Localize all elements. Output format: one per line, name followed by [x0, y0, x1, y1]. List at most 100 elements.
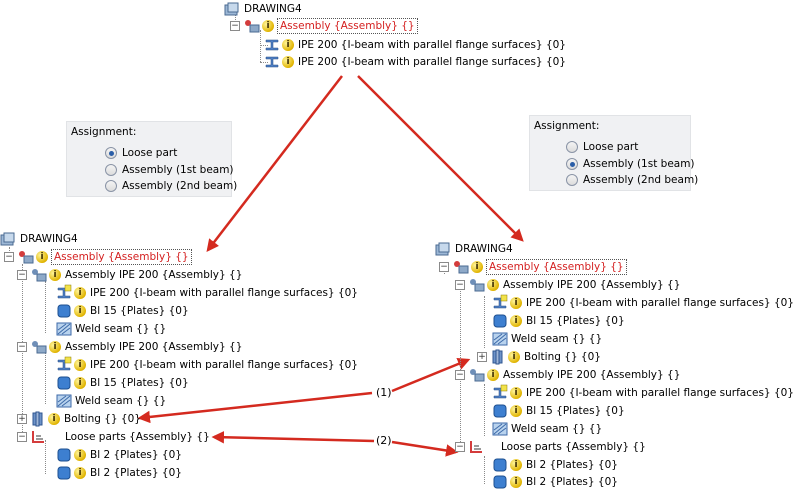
tree-node-label: Bl 2 {Plates} {0}: [90, 467, 182, 479]
main-beam-icon: [493, 294, 508, 309]
radio-selected-icon[interactable]: [566, 158, 578, 170]
tree-node-label: Bl 15 {Plates} {0}: [526, 315, 625, 327]
radio-label: Assembly (2nd beam): [122, 180, 238, 192]
expand-toggle-icon[interactable]: +: [17, 414, 27, 424]
assembly-icon: [470, 369, 485, 382]
tree-node-label: IPE 200 {I-beam with parallel flange sur…: [90, 287, 358, 299]
info-icon: i: [74, 287, 86, 299]
collapse-toggle-icon[interactable]: −: [17, 270, 27, 280]
tree-node-label: Assembly IPE 200 {Assembly} {}: [65, 341, 243, 353]
tree-node-label: DRAWING4: [244, 3, 302, 15]
expand-toggle-icon[interactable]: +: [477, 352, 487, 362]
collapse-toggle-icon[interactable]: −: [455, 442, 465, 452]
radio-label: Assembly (1st beam): [583, 158, 695, 170]
tree-node-drawing[interactable]: DRAWING4: [435, 240, 514, 258]
info-icon: i: [508, 351, 520, 363]
tree-node-weld[interactable]: Weld seam {} {}: [56, 320, 167, 338]
info-icon: i: [74, 359, 86, 371]
tree-node-beam[interactable]: i IPE 200 {I-beam with parallel flange s…: [264, 36, 567, 54]
tree-node-sub-assembly[interactable]: − i Assembly IPE 200 {Assembly} {}: [455, 276, 681, 294]
info-icon: i: [36, 251, 48, 263]
tree-node-loose-parts[interactable]: − Loose parts {Assembly} {}: [17, 428, 211, 446]
collapse-toggle-icon[interactable]: −: [17, 342, 27, 352]
info-icon: i: [74, 467, 86, 479]
tree-node-plate[interactable]: i Bl 2 {Plates} {0}: [56, 446, 183, 464]
annotation-label-2: (2): [376, 434, 392, 447]
tree-node-label: Loose parts {Assembly} {}: [501, 441, 646, 453]
tree-node-label: Assembly IPE 200 {Assembly} {}: [65, 269, 243, 281]
weld-seam-icon: [492, 422, 508, 436]
collapse-toggle-icon[interactable]: −: [230, 21, 240, 31]
bolting-icon: [492, 349, 503, 365]
tree-node-plate[interactable]: i Bl 15 {Plates} {0}: [56, 302, 190, 320]
tree-node-assembly[interactable]: − i Assembly {Assembly} {}: [439, 258, 627, 276]
info-icon: i: [49, 341, 61, 353]
tree-node-sub-assembly[interactable]: − i Assembly IPE 200 {Assembly} {}: [17, 338, 243, 356]
radio-icon[interactable]: [566, 141, 578, 153]
tree-node-assembly[interactable]: − i Assembly {Assembly} {}: [4, 248, 192, 266]
tree-node-weld[interactable]: Weld seam {} {}: [492, 330, 603, 348]
assignment-title: Assignment:: [534, 120, 600, 132]
info-icon: i: [262, 20, 274, 32]
radio-label: Loose part: [122, 147, 178, 159]
radio-icon[interactable]: [105, 180, 117, 192]
plate-icon: [493, 475, 507, 489]
tree-node-drawing[interactable]: DRAWING4: [224, 0, 303, 18]
radio-selected-icon[interactable]: [105, 147, 117, 159]
weld-seam-icon: [56, 394, 72, 408]
collapse-toggle-icon[interactable]: −: [4, 252, 14, 262]
radio-loose-part[interactable]: Loose part: [566, 141, 638, 153]
main-beam-icon: [57, 284, 72, 299]
arrow-1-left: [137, 391, 373, 424]
tree-node-label: Bolting {} {0}: [64, 413, 141, 425]
tree-node-bolting[interactable]: + i Bolting {} {0}: [17, 410, 142, 428]
plate-icon: [493, 314, 507, 328]
info-icon: i: [282, 39, 294, 51]
radio-icon[interactable]: [105, 164, 117, 176]
radio-assembly-2nd[interactable]: Assembly (2nd beam): [105, 180, 237, 192]
radio-assembly-1st[interactable]: Assembly (1st beam): [566, 158, 695, 170]
assembly-icon: [245, 20, 260, 33]
tree-node-plate[interactable]: i Bl 15 {Plates} {0}: [492, 312, 626, 330]
info-icon: i: [510, 315, 522, 327]
collapse-toggle-icon[interactable]: −: [455, 370, 465, 380]
tree-node-assembly[interactable]: − i Assembly {Assembly} {}: [230, 17, 418, 35]
radio-loose-part[interactable]: Loose part: [105, 147, 177, 159]
tree-node-loose-parts[interactable]: − Loose parts {Assembly} {}: [455, 438, 647, 456]
radio-assembly-1st[interactable]: Assembly (1st beam): [105, 164, 234, 176]
tree-node-sub-assembly[interactable]: − i Assembly IPE 200 {Assembly} {}: [17, 266, 243, 284]
tree-node-plate[interactable]: i Bl 2 {Plates} {0}: [56, 464, 183, 482]
info-icon: i: [510, 297, 522, 309]
tree-node-label: IPE 200 {I-beam with parallel flange sur…: [90, 359, 358, 371]
info-icon: i: [48, 413, 60, 425]
collapse-toggle-icon[interactable]: −: [455, 280, 465, 290]
info-icon: i: [74, 449, 86, 461]
plate-icon: [57, 448, 71, 462]
tree-node-sub-assembly[interactable]: − i Assembly IPE 200 {Assembly} {}: [455, 366, 681, 384]
tree-node-label: Bl 2 {Plates} {0}: [526, 476, 618, 488]
tree-node-label: Assembly {Assembly} {}: [486, 259, 627, 275]
tree-node-beam[interactable]: i IPE 200 {I-beam with parallel flange s…: [56, 356, 359, 374]
tree-node-plate[interactable]: i Bl 15 {Plates} {0}: [492, 402, 626, 420]
tree-node-beam[interactable]: i IPE 200 {I-beam with parallel flange s…: [56, 284, 359, 302]
tree-node-label: IPE 200 {I-beam with parallel flange sur…: [526, 297, 794, 309]
loose-parts-icon: [470, 441, 482, 453]
collapse-toggle-icon[interactable]: −: [17, 432, 27, 442]
tree-node-label: Assembly IPE 200 {Assembly} {}: [503, 279, 681, 291]
tree-node-beam[interactable]: i IPE 200 {I-beam with parallel flange s…: [492, 384, 795, 402]
weld-seam-icon: [56, 322, 72, 336]
tree-node-beam[interactable]: i IPE 200 {I-beam with parallel flange s…: [492, 294, 795, 312]
tree-node-bolting[interactable]: + i Bolting {} {0}: [477, 348, 602, 366]
radio-icon[interactable]: [566, 174, 578, 186]
tree-node-drawing[interactable]: DRAWING4: [0, 230, 79, 248]
tree-node-beam[interactable]: i IPE 200 {I-beam with parallel flange s…: [264, 53, 567, 71]
tree-node-weld[interactable]: Weld seam {} {}: [492, 420, 603, 438]
main-beam-icon: [57, 356, 72, 371]
tree-node-plate[interactable]: i Bl 2 {Plates} {0}: [492, 456, 619, 474]
collapse-toggle-icon[interactable]: −: [439, 262, 449, 272]
tree-node-label: Loose parts {Assembly} {}: [65, 431, 210, 443]
radio-assembly-2nd[interactable]: Assembly (2nd beam): [566, 174, 698, 186]
tree-node-plate[interactable]: i Bl 2 {Plates} {0}: [492, 473, 619, 491]
tree-node-plate[interactable]: i Bl 15 {Plates} {0}: [56, 374, 190, 392]
tree-node-weld[interactable]: Weld seam {} {}: [56, 392, 167, 410]
